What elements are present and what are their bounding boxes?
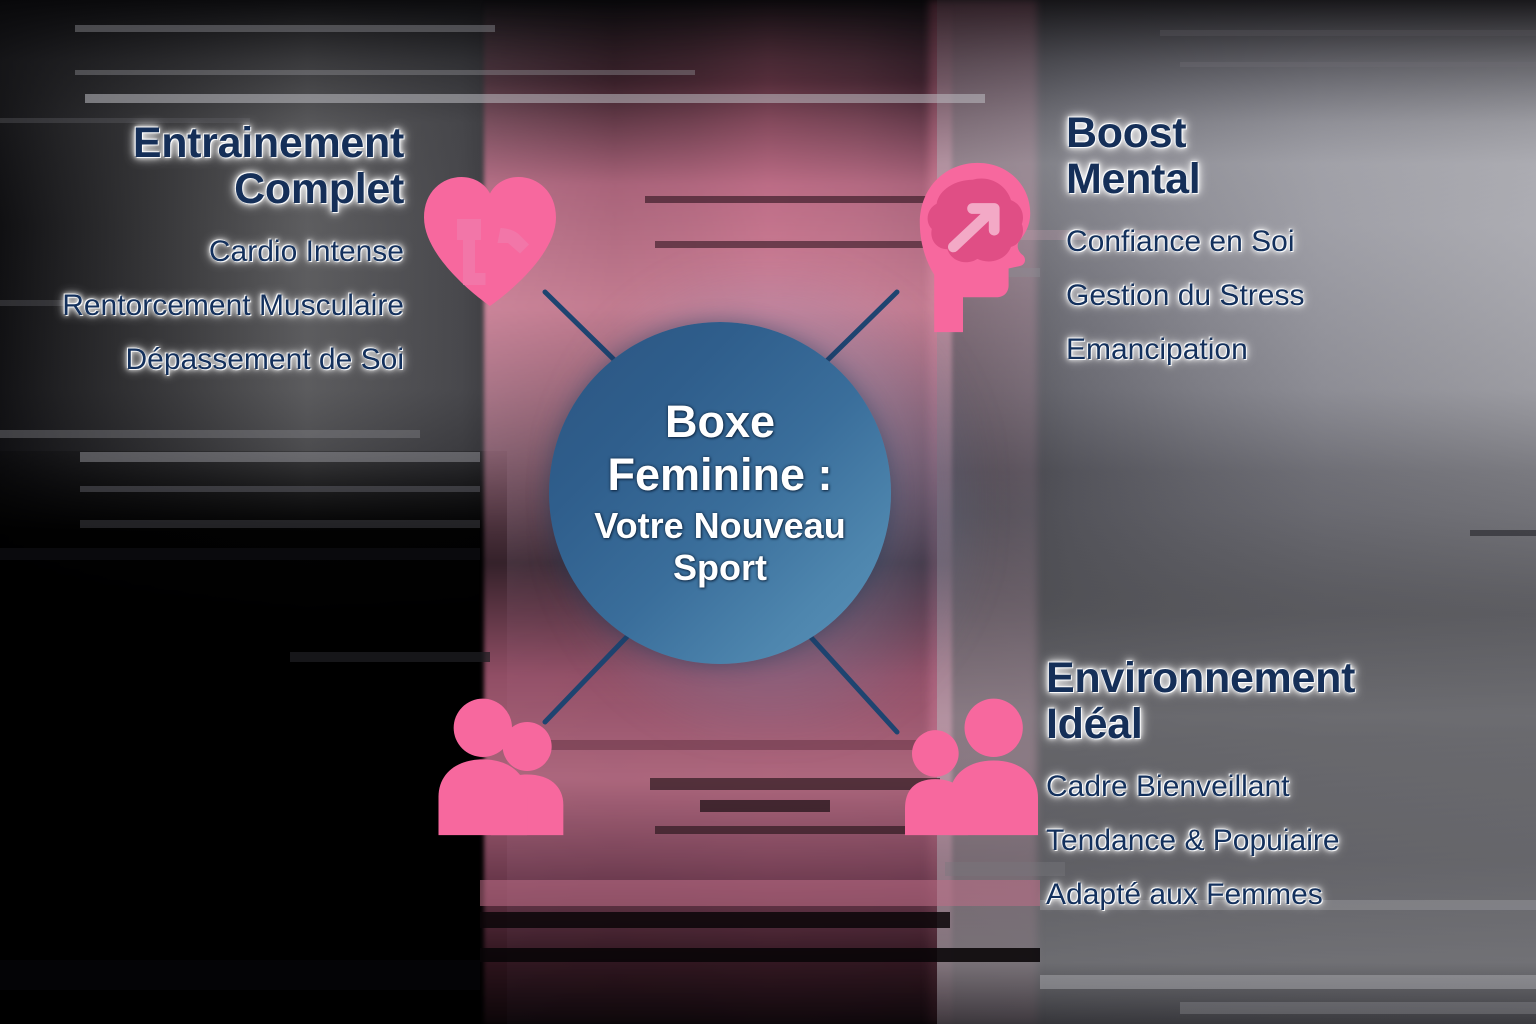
branch-training-item-1: Cardio Intense: [208, 234, 404, 268]
branch-environment-heading: Environnement Idéal: [1046, 655, 1506, 748]
center-title-line1: Boxe: [664, 396, 776, 448]
two-people-icon-right: [905, 698, 1038, 836]
branch-mental-item-3: Emancipation: [1066, 332, 1248, 366]
branch-environment-heading-line2: Idéal: [1046, 700, 1143, 749]
branch-mental-heading-line2: Mental: [1066, 155, 1201, 204]
branch-environment-item-3: Adapté aux Femmes: [1046, 877, 1323, 911]
branch-environment-item-1: Cadre Bienveillant: [1046, 769, 1290, 803]
branch-training: Entrainement Complet Cardio Intense Rent…: [0, 120, 404, 375]
branch-training-heading-line2: Complet: [234, 165, 404, 214]
two-people-icon-left: [438, 698, 564, 836]
center-title-line2: Feminine :: [607, 448, 833, 500]
branch-training-heading-line1: Entrainement: [132, 119, 404, 167]
branch-mental-item-2: Gestion du Stress: [1066, 278, 1305, 312]
branch-training-item-2: Rentorcement Musculaire: [62, 288, 404, 322]
branch-environment-heading-line1: Environnement: [1046, 654, 1356, 702]
background-right-panel: [936, 0, 1536, 1024]
branch-training-heading: Entrainement Complet: [0, 120, 404, 213]
branch-mental-item-1: Confiance en Soi: [1066, 224, 1295, 258]
center-node[interactable]: Boxe Feminine : Votre Nouveau Sport: [549, 322, 891, 664]
center-subtitle-line2: Sport: [672, 547, 767, 589]
branch-environment-item-2: Tendance & Popuiaire: [1046, 823, 1340, 857]
center-subtitle-line1: Votre Nouveau: [594, 504, 846, 546]
branch-environment: Environnement Idéal Cadre Bienveillant T…: [1046, 655, 1506, 910]
background-left-dark-block: [0, 450, 507, 1024]
center-subtitle: Votre Nouveau Sport: [594, 505, 845, 590]
head-brain-arrow-icon: [919, 162, 1031, 333]
branch-mental: Boost Mental Confiance en Soi Gestion du…: [1066, 110, 1486, 365]
heart-pulse-icon: [424, 177, 556, 306]
center-title: Boxe Feminine :: [607, 396, 832, 500]
branch-training-item-3: Dépassement de Soi: [125, 342, 405, 376]
branch-mental-heading-line1: Boost: [1066, 109, 1187, 157]
branch-mental-heading: Boost Mental: [1066, 110, 1486, 203]
